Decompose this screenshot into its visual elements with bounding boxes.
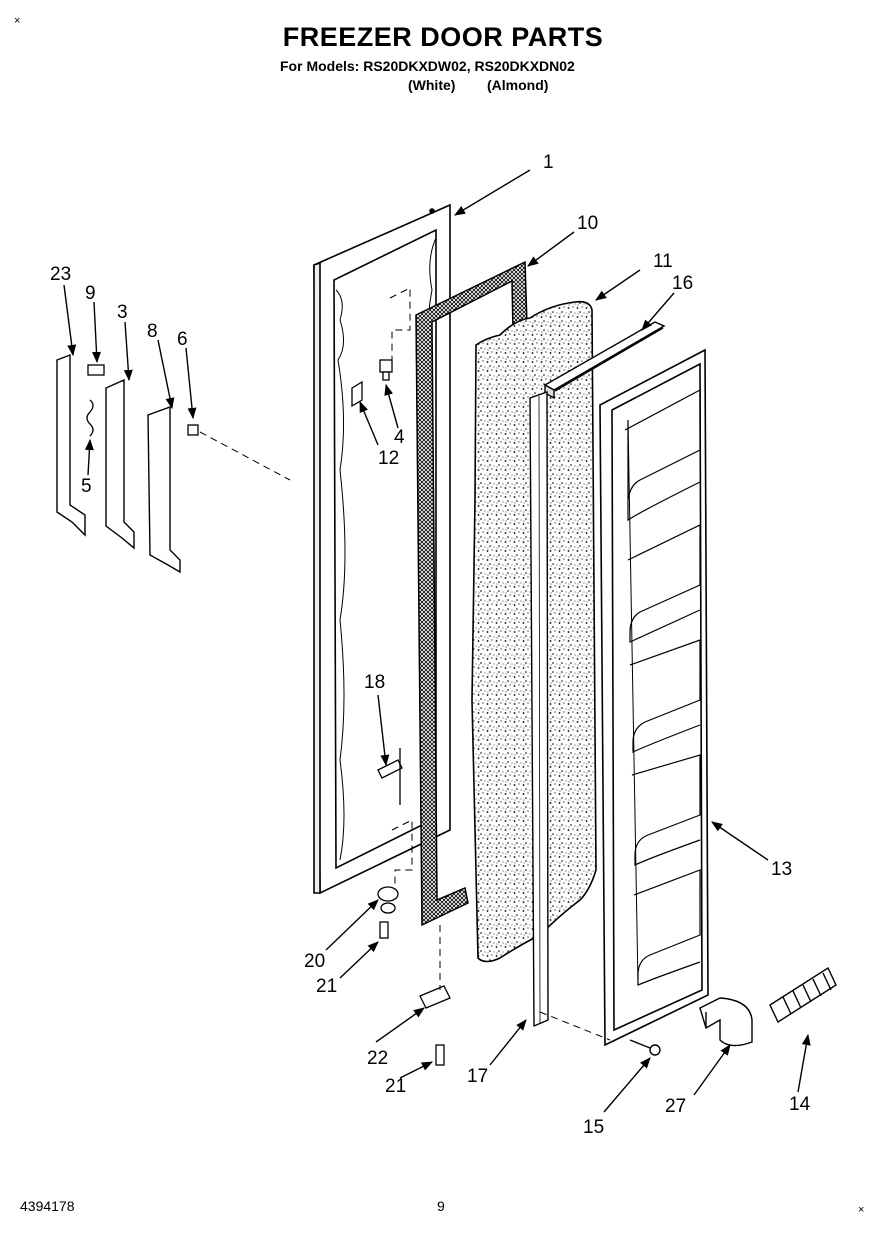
callout-18: 18 bbox=[364, 672, 385, 693]
callout-4: 4 bbox=[394, 427, 405, 448]
callout-17: 17 bbox=[467, 1066, 488, 1087]
callout-21b: 21 bbox=[385, 1076, 406, 1097]
part-spring-5 bbox=[86, 399, 94, 437]
part-side-trim bbox=[529, 391, 549, 1028]
part-bracket-8 bbox=[147, 406, 181, 574]
callout-12: 12 bbox=[378, 448, 399, 469]
assembly-lines bbox=[199, 287, 611, 1041]
callout-23: 23 bbox=[50, 264, 71, 285]
callout-14: 14 bbox=[789, 1094, 811, 1115]
part-latch bbox=[377, 748, 403, 805]
document-number: 4394178 bbox=[20, 1198, 75, 1214]
part-bracket-23 bbox=[56, 353, 86, 537]
part-ladder-bracket bbox=[769, 966, 837, 1024]
part-screw-21b bbox=[435, 1044, 445, 1066]
callout-20: 20 bbox=[304, 951, 325, 972]
variant-almond: (Almond) bbox=[487, 77, 549, 93]
part-inner-liner bbox=[599, 348, 709, 1047]
part-screw-9 bbox=[87, 364, 105, 376]
callout-3: 3 bbox=[117, 302, 128, 323]
callout-16: 16 bbox=[672, 273, 693, 294]
part-clip bbox=[699, 997, 753, 1047]
page-title: FREEZER DOOR PARTS bbox=[282, 22, 604, 52]
corner-mark-bottom-right: × bbox=[858, 1204, 865, 1216]
part-bracket-3 bbox=[105, 378, 135, 550]
callout-22: 22 bbox=[367, 1048, 388, 1069]
callout-21a: 21 bbox=[316, 976, 337, 997]
callout-13: 13 bbox=[771, 859, 792, 880]
callout-8: 8 bbox=[147, 321, 158, 342]
callout-10: 10 bbox=[577, 213, 598, 234]
variant-white: (White) bbox=[408, 77, 456, 93]
callout-9: 9 bbox=[85, 283, 96, 304]
callout-5: 5 bbox=[81, 476, 92, 497]
corner-mark-top-left: × bbox=[14, 15, 21, 27]
callout-6: 6 bbox=[177, 329, 188, 350]
part-screw-15 bbox=[629, 1039, 661, 1056]
leader-lines bbox=[63, 169, 811, 1113]
models-line: For Models: RS20DKXDW02, RS20DKXDN02 bbox=[280, 58, 575, 74]
part-hinge-20 bbox=[377, 886, 399, 914]
part-clip-12 bbox=[351, 380, 363, 408]
callout-11: 11 bbox=[653, 251, 673, 272]
part-screw-21a bbox=[379, 921, 389, 939]
part-plug bbox=[379, 359, 393, 381]
callout-1: 1 bbox=[543, 152, 554, 173]
part-top-rail bbox=[543, 321, 666, 400]
part-hinge-22 bbox=[419, 985, 451, 1009]
page-number: 9 bbox=[437, 1198, 445, 1214]
callout-27: 27 bbox=[665, 1096, 686, 1117]
callout-15: 15 bbox=[583, 1117, 604, 1138]
part-pad-6 bbox=[187, 424, 199, 436]
